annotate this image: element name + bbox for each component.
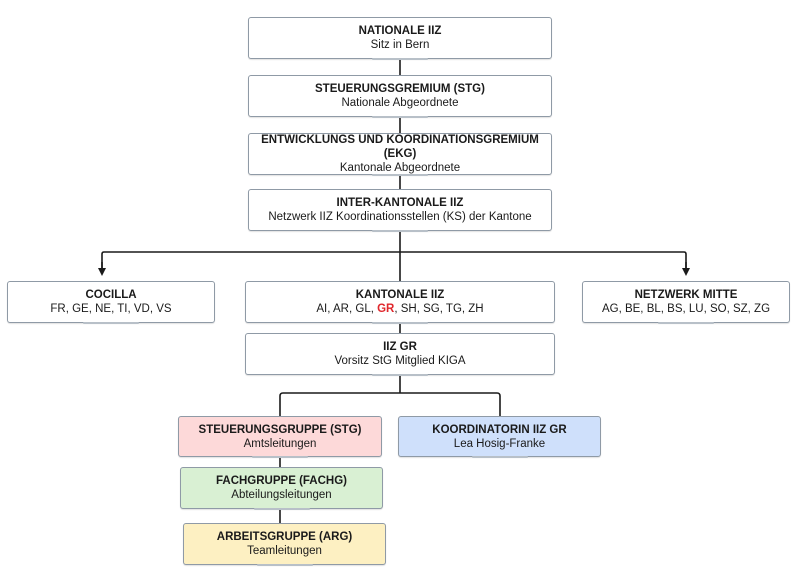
node-subtitle: Lea Hosig-Franke xyxy=(453,437,546,450)
node-iiz-gr: IIZ GR Vorsitz StG Mitglied KIGA xyxy=(245,333,555,376)
node-title: KANTONALE IIZ xyxy=(355,289,445,301)
node-fachgruppe: FACHGRUPPE (FACHG) Abteilungsleitungen xyxy=(180,467,383,510)
node-title: INTER-KANTONALE IIZ xyxy=(336,197,464,209)
node-netzwerk-mitte: NETZWERK MITTE AG, BE, BL, BS, LU, SO, S… xyxy=(582,281,790,324)
node-title: IIZ GR xyxy=(383,341,417,353)
node-subtitle: Sitz in Bern xyxy=(370,39,430,51)
node-subtitle: Amtsleitungen xyxy=(243,437,317,450)
node-title: ENTWICKLUNGS UND KOORDINATIONSGREMIUM (E… xyxy=(261,134,539,160)
node-subtitle: Vorsitz StG Mitglied KIGA xyxy=(334,355,466,367)
node-subtitle: AI, AR, GL, GR, SH, SG, TG, ZH xyxy=(316,302,483,316)
node-subtitle: Teamleitungen xyxy=(247,545,322,557)
node-title: COCILLA xyxy=(85,289,137,301)
node-title: ARBEITSGRUPPE (ARG) xyxy=(216,531,353,543)
node-koordinatorin-iiz-gr: KOORDINATORIN IIZ GR Lea Hosig-Franke xyxy=(398,416,601,458)
node-steuerungsgruppe: STEUERUNGSGRUPPE (STG) Amtsleitungen xyxy=(178,416,382,458)
node-subtitle: Nationale Abgeordnete xyxy=(341,97,459,109)
node-cocilla: COCILLA FR, GE, NE, TI, VD, VS xyxy=(7,281,215,324)
node-steuerungsgremium: STEUERUNGSGREMIUM (STG) Nationale Abgeor… xyxy=(248,75,552,118)
connector-iizgr-branch xyxy=(279,392,501,416)
connector-branch-bar xyxy=(101,251,687,268)
node-subtitle: Kantonale Abgeordnete xyxy=(339,162,461,174)
node-title: NETZWERK MITTE xyxy=(634,289,738,301)
node-kantonale-iiz: KANTONALE IIZ AI, AR, GL, GR, SH, SG, TG… xyxy=(245,281,555,324)
node-title: KOORDINATORIN IIZ GR xyxy=(432,423,567,436)
node-subtitle: Abteilungsleitungen xyxy=(231,489,332,501)
node-title: NATIONALE IIZ xyxy=(358,25,442,37)
node-subtitle: Netzwerk IIZ Koordinationsstellen (KS) d… xyxy=(268,211,532,223)
canton-list-part: , SH, SG, TG, ZH xyxy=(394,303,484,315)
node-title: STEUERUNGSGRUPPE (STG) xyxy=(198,423,362,436)
node-entwicklungs-koordinationsgremium: ENTWICKLUNGS UND KOORDINATIONSGREMIUM (E… xyxy=(248,133,552,176)
node-subtitle: AG, BE, BL, BS, LU, SO, SZ, ZG xyxy=(601,303,771,315)
canton-highlight-gr: GR xyxy=(377,303,395,315)
node-title: FACHGRUPPE (FACHG) xyxy=(216,475,347,487)
node-arbeitsgruppe: ARBEITSGRUPPE (ARG) Teamleitungen xyxy=(183,523,386,566)
node-title: STEUERUNGSGREMIUM (STG) xyxy=(315,83,485,95)
node-nationale-iiz: NATIONALE IIZ Sitz in Bern xyxy=(248,17,552,60)
canton-list-part: AI, AR, GL, xyxy=(316,303,378,315)
node-inter-kantonale-iiz: INTER-KANTONALE IIZ Netzwerk IIZ Koordin… xyxy=(248,189,552,232)
node-subtitle: FR, GE, NE, TI, VD, VS xyxy=(50,303,172,315)
